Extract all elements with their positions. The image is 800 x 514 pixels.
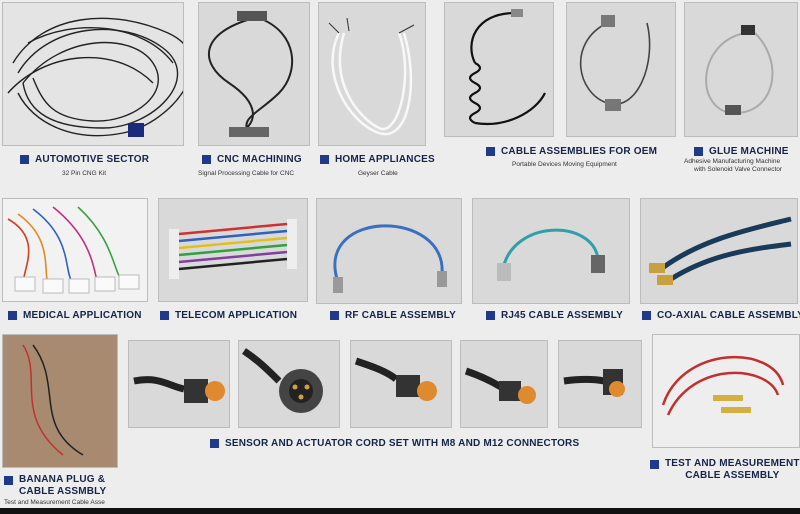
banana-title-line2: CABLE ASSMBLY <box>19 486 107 497</box>
sensor-photo-1 <box>128 340 230 428</box>
rf-caption: RF CABLE ASSEMBLY <box>330 310 456 321</box>
bullet-square-icon <box>8 311 17 320</box>
telecom-photo <box>158 198 308 302</box>
telecom-title: TELECOM APPLICATION <box>175 310 298 321</box>
oem-title: CABLE ASSEMBLIES FOR OEM <box>501 146 658 157</box>
bullet-square-icon <box>650 460 659 469</box>
cnc-subtitle: Signal Processing Cable for CNC <box>198 170 295 177</box>
cnc-photo <box>198 2 310 146</box>
bullet-square-icon <box>694 147 703 156</box>
bullet-square-icon <box>320 155 329 164</box>
home-caption: HOME APPLIANCES <box>320 154 435 165</box>
telecom-caption: TELECOM APPLICATION <box>160 310 297 321</box>
glue-caption: GLUE MACHINE <box>694 146 789 157</box>
rj45-photo <box>472 198 630 304</box>
home-title: HOME APPLIANCES <box>335 154 435 165</box>
cnc-title: CNC MACHINING <box>217 154 302 165</box>
bullet-square-icon <box>210 439 219 448</box>
bullet-square-icon <box>330 311 339 320</box>
bullet-square-icon <box>20 155 29 164</box>
home-photo <box>318 2 426 146</box>
sensor-caption: SENSOR AND ACTUATOR CORD SET WITH M8 AND… <box>210 438 579 449</box>
bullet-square-icon <box>4 476 13 485</box>
test-title-line2: CABLE ASSEMBLY <box>685 470 780 481</box>
test-photo <box>652 334 800 448</box>
banana-photo <box>2 334 118 468</box>
sensor-title: SENSOR AND ACTUATOR CORD SET WITH M8 AND… <box>225 438 580 449</box>
coaxial-photo <box>640 198 798 304</box>
bullet-square-icon <box>642 311 651 320</box>
test-caption: TEST AND MEASUREMENT CABLE ASSEMBLY <box>650 458 800 482</box>
banana-title-block: BANANA PLUG & CABLE ASSMBLY <box>19 474 106 498</box>
rf-title: RF CABLE ASSEMBLY <box>345 310 457 321</box>
banana-subtitle: Test and Measurement Cable Asse <box>4 499 105 506</box>
automotive-caption: AUTOMOTIVE SECTOR <box>20 154 149 165</box>
glue-subtitle-line2: with Solenoid Valve Connector <box>694 166 783 173</box>
rj45-title: RJ45 CABLE ASSEMBLY <box>501 310 623 321</box>
cnc-caption: CNC MACHINING <box>202 154 302 165</box>
automotive-title: AUTOMOTIVE SECTOR <box>35 154 150 165</box>
oem-caption: CABLE ASSEMBLIES FOR OEM <box>486 146 657 157</box>
medical-caption: MEDICAL APPLICATION <box>8 310 142 321</box>
bullet-square-icon <box>486 311 495 320</box>
test-title-line1: TEST AND MEASUREMENT <box>665 458 800 469</box>
medical-photo <box>2 198 148 302</box>
rf-photo <box>316 198 462 304</box>
coaxial-title: CO-AXIAL CABLE ASSEMBLY <box>657 310 800 321</box>
sensor-photo-2 <box>238 340 340 428</box>
rj45-caption: RJ45 CABLE ASSEMBLY <box>486 310 623 321</box>
coaxial-caption: CO-AXIAL CABLE ASSEMBLY <box>642 310 800 321</box>
bottom-bar <box>0 508 800 514</box>
home-subtitle: Geyser Cable <box>358 170 398 177</box>
bullet-square-icon <box>202 155 211 164</box>
sensor-photo-3 <box>350 340 452 428</box>
glue-photo <box>684 2 798 137</box>
banana-title-line1: BANANA PLUG & <box>19 474 106 485</box>
bullet-square-icon <box>160 311 169 320</box>
banana-caption: BANANA PLUG & CABLE ASSMBLY <box>4 474 106 498</box>
sensor-photo-5 <box>558 340 642 428</box>
oem-subtitle: Portable Devices Moving Equipment <box>512 161 617 168</box>
sensor-photo-4 <box>460 340 548 428</box>
medical-title: MEDICAL APPLICATION <box>23 310 142 321</box>
oem-photo-2 <box>566 2 676 137</box>
test-title-block: TEST AND MEASUREMENT CABLE ASSEMBLY <box>665 458 800 482</box>
glue-subtitle-line1: Adhesive Manufacturing Machine <box>684 158 781 165</box>
automotive-photo <box>2 2 184 146</box>
glue-title: GLUE MACHINE <box>709 146 789 157</box>
automotive-subtitle: 32 Pin CNG Kit <box>62 170 107 177</box>
bullet-square-icon <box>486 147 495 156</box>
oem-photo <box>444 2 554 137</box>
